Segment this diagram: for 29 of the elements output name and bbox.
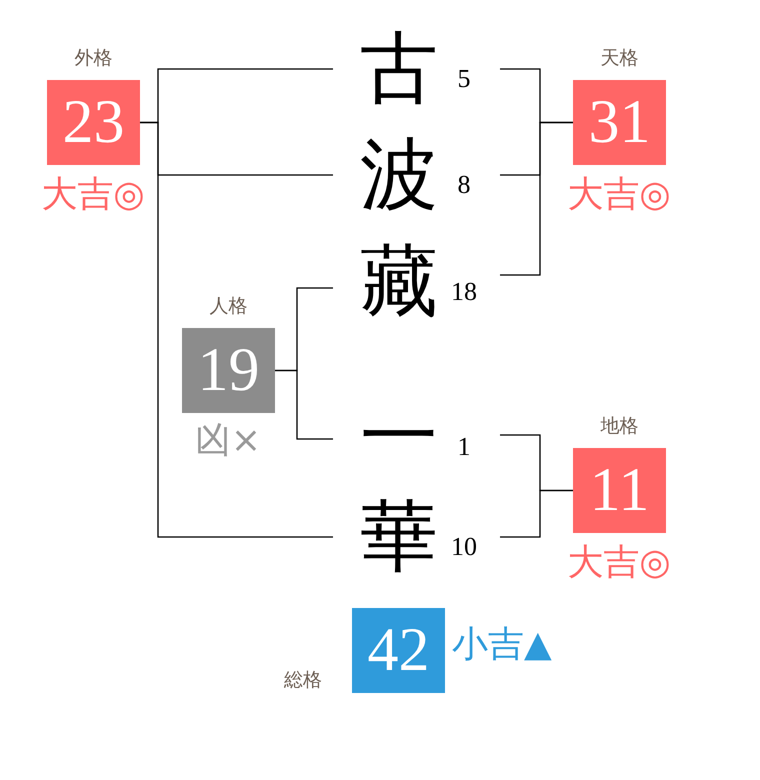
- category-label: 人格: [210, 294, 248, 319]
- stroke-count: 10: [451, 532, 477, 562]
- score-box: 23: [47, 80, 140, 165]
- bracket-line: [275, 370, 333, 440]
- name-character: 華: [360, 492, 438, 582]
- stroke-count: 1: [458, 432, 470, 462]
- category-label: 総格: [284, 668, 322, 693]
- name-character: 波: [360, 130, 438, 220]
- category-label: 地格: [600, 414, 638, 439]
- fortune-rating: 大吉◎: [567, 176, 671, 214]
- score-box: 19: [182, 328, 275, 413]
- category-label: 外格: [74, 46, 112, 71]
- score-box: 11: [573, 448, 666, 533]
- category-label: 天格: [600, 46, 638, 71]
- stroke-count: 5: [458, 64, 470, 94]
- bracket-line: [500, 122, 573, 276]
- score-box: 31: [573, 80, 666, 165]
- stroke-count: 18: [451, 277, 477, 307]
- name-character: 古: [360, 24, 438, 114]
- score-box: 42: [352, 608, 445, 693]
- fortune-rating: 大吉◎: [41, 176, 145, 214]
- fortune-rating: 凶×: [194, 422, 262, 460]
- fortune-rating: 大吉◎: [567, 544, 671, 582]
- stroke-count: 8: [458, 170, 470, 200]
- bracket-line: [500, 490, 573, 538]
- fortune-rating: 小吉▲: [452, 626, 552, 664]
- bracket-line: [140, 122, 333, 538]
- name-character: 藏: [360, 237, 438, 327]
- name-character: 一: [360, 392, 438, 482]
